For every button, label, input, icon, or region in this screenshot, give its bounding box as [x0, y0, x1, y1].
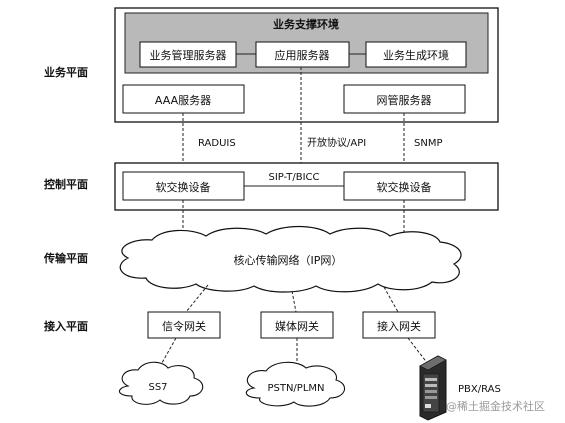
service-creation-environment: [365, 41, 467, 68]
pstn-plmn-cloud: [245, 361, 346, 407]
sip-label: SIP-T/BICC: [268, 172, 319, 183]
plane-label-access: 接入平面: [44, 319, 88, 333]
plane-label-transport: 传输平面: [43, 251, 88, 265]
service-management-server-label: 业务管理服务器: [150, 48, 227, 62]
nms-server-label: 网管服务器: [377, 93, 432, 107]
open-api-label: 开放协议/API: [307, 136, 366, 149]
plane-label-service: 业务平面: [44, 65, 88, 79]
core-to-signaling-gw: [185, 284, 209, 313]
snmp-label: SNMP: [414, 138, 443, 149]
access-gateway: [362, 311, 436, 339]
plane-label-control: 控制平面: [44, 177, 88, 191]
watermark: @稀土掘金技术社区: [446, 399, 545, 413]
signaling-gateway: [147, 311, 221, 339]
radius-label: RADUIS: [198, 138, 236, 149]
aaa-server-label: AAA服务器: [155, 94, 211, 107]
ss7-label: SS7: [148, 382, 167, 393]
ss7-cloud: [118, 361, 204, 405]
service-creation-environment-label: 业务生成环境: [383, 48, 449, 62]
nms-server-box: [343, 84, 466, 114]
softswitch-left-label: 软交换设备: [156, 180, 211, 194]
support-environment-title: 业务支撑环境: [273, 17, 339, 31]
core-network-cloud: [119, 225, 462, 293]
access-gateway-label: 接入网关: [377, 319, 421, 333]
media-gateway: [260, 311, 334, 339]
media-gateway-label: 媒体网关: [275, 319, 319, 333]
service-management-server: [139, 41, 237, 68]
signaling-gateway-label: 信令网关: [162, 319, 206, 333]
pbx-ras-label: PBX/RAS: [458, 384, 501, 395]
pstn-plmn-label: PSTN/PLMN: [267, 383, 324, 394]
softswitch-left: [122, 171, 245, 201]
pbx-server-icon: [419, 355, 447, 421]
softswitch-right-label: 软交换设备: [377, 180, 432, 194]
core-to-access-gw: [383, 286, 399, 313]
access-to-pbx: [407, 337, 429, 365]
application-server-label: 应用服务器: [275, 48, 330, 62]
aaa-server-box: [122, 84, 245, 114]
core-network-label: 核心传输网络（IP网）: [234, 253, 343, 267]
core-to-media-gw: [291, 290, 297, 313]
softswitch-right: [343, 171, 466, 201]
